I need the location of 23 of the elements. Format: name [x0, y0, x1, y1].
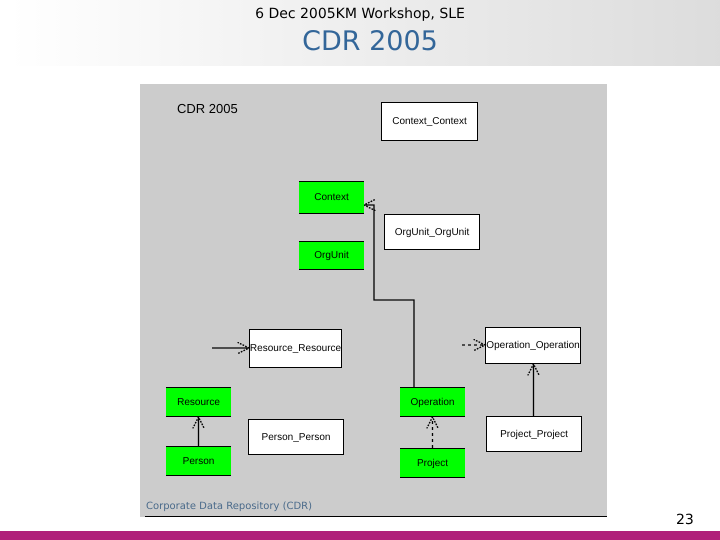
connector-arrow — [426, 416, 440, 448]
entity-box: Operation — [400, 387, 465, 417]
relation-box: Operation_Operation — [485, 327, 581, 364]
connector-arrow — [363, 198, 415, 387]
entity-box: OrgUnit — [299, 241, 364, 270]
connector-arrow — [526, 363, 540, 416]
subtitle: 6 Dec 2005KM Workshop, SLE — [254, 5, 466, 24]
entity-box: Context — [299, 181, 364, 214]
connector-arrow — [462, 338, 486, 352]
relation-box: Resource_Resource — [249, 329, 342, 368]
entity-box: Resource — [166, 387, 231, 417]
relation-box: Person_Person — [248, 419, 344, 455]
footer-note: Corporate Data Repository (CDR) — [146, 500, 312, 514]
connector-arrow — [192, 416, 206, 446]
page-number: 23 — [676, 511, 694, 530]
slide-title: CDR 2005 — [301, 26, 439, 58]
relation-box: Context_Context — [381, 102, 478, 141]
entity-box: Project — [400, 448, 465, 478]
relation-box: Project_Project — [486, 416, 582, 452]
entity-box: Person — [166, 446, 231, 476]
panel-label: CDR 2005 — [177, 100, 238, 118]
relation-box: OrgUnit_OrgUnit — [384, 214, 480, 250]
connector-arrow — [212, 341, 250, 355]
